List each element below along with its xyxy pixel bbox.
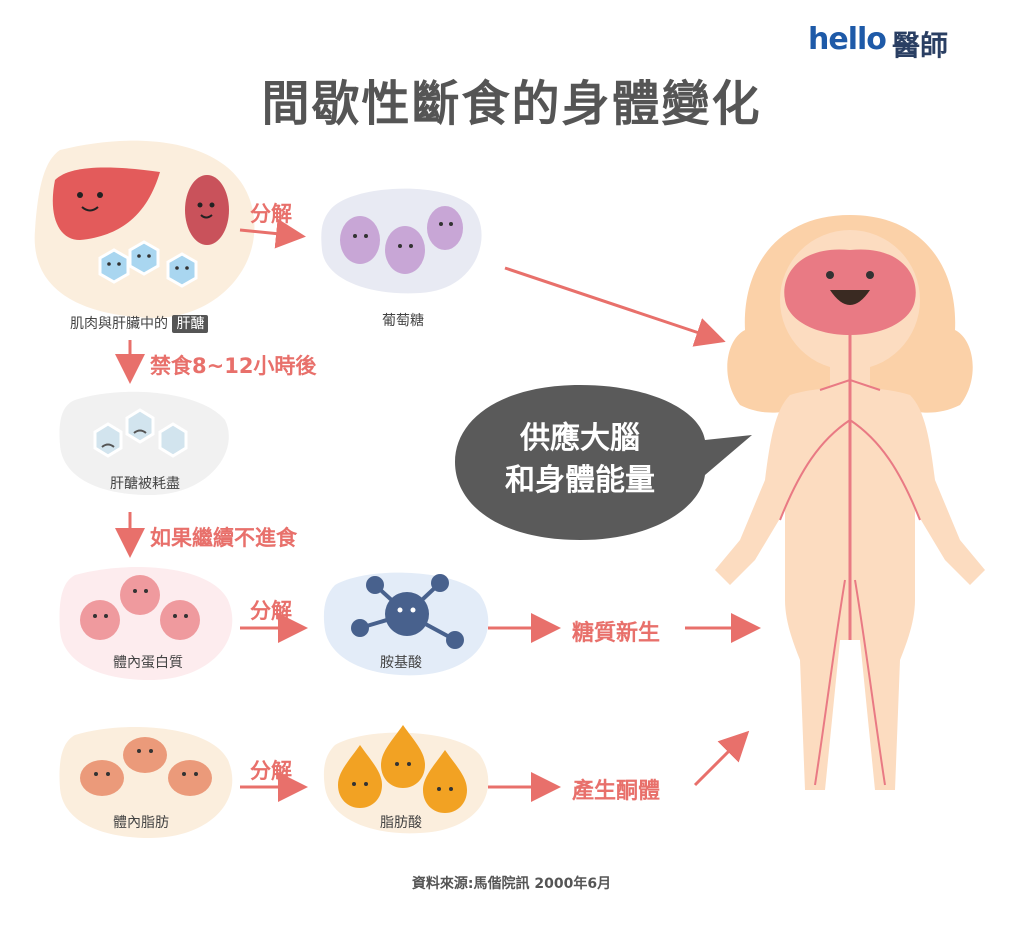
- sad-hexagons-icon: [93, 408, 188, 458]
- arrow-ketone-to-body: [693, 730, 750, 787]
- fat-cells-icon: [80, 737, 212, 796]
- human-body-figure: [715, 215, 985, 790]
- amino-acid-molecule-icon: [351, 574, 464, 649]
- page-title: 間歇性斷食的身體變化: [261, 76, 762, 132]
- brand-hello: hello: [808, 22, 887, 57]
- arrow-glucose-to-body: [504, 266, 726, 347]
- glycogen-source-blob: [34, 140, 255, 319]
- liver-icon: [52, 167, 160, 240]
- brand-logo: hello 醫師: [808, 22, 958, 66]
- speech-line-2: 和身體能量: [505, 463, 655, 498]
- glycogen-depleted-blob: [59, 391, 229, 495]
- breakdown-label-2: 分解: [250, 599, 292, 623]
- glycogen-tag: 肝醣: [172, 315, 209, 333]
- brand-ys: 醫師: [892, 29, 949, 62]
- brain-icon: [784, 249, 916, 335]
- arrow-breakdown-1: [239, 218, 306, 249]
- amino-acid-blob: [323, 572, 489, 676]
- glucose-blob: [321, 188, 482, 294]
- glucose-label: 葡萄糖: [382, 313, 424, 329]
- fatty-acid-drops-icon: [338, 725, 467, 813]
- fat-blob: [59, 727, 233, 838]
- glycogen-hexagons-icon: [98, 240, 198, 288]
- fat-label: 體內脂肪: [113, 815, 169, 831]
- breakdown-label-3: 分解: [250, 759, 292, 783]
- speech-bubble: [455, 385, 752, 540]
- fatty-acid-blob: [323, 725, 489, 834]
- breakdown-label-1: 分解: [250, 202, 292, 226]
- continue-label: 如果繼續不進食: [150, 526, 297, 550]
- protein-cells-icon: [80, 575, 200, 640]
- speech-bubble-text: 供應大腦 和身體能量: [470, 418, 690, 502]
- glycogen-depleted-label: 肝醣被耗盡: [110, 476, 180, 492]
- ketone-label: 產生酮體: [572, 779, 661, 804]
- muscle-icon: [185, 175, 229, 245]
- fasting-label: 禁食8~12小時後: [150, 354, 317, 378]
- source-citation: 資料來源:馬偕院訊 2000年6月: [411, 876, 612, 892]
- gluconeogenesis-label: 糖質新生: [572, 621, 661, 646]
- protein-blob: [59, 567, 233, 680]
- protein-label: 體內蛋白質: [113, 655, 183, 671]
- glycogen-source-label-prefix: 肌肉與肝臟中的: [70, 316, 168, 332]
- amino-acid-label: 胺基酸: [380, 655, 422, 671]
- glycogen-source-label: 肌肉與肝臟中的 肝醣: [70, 313, 209, 333]
- speech-line-1: 供應大腦: [520, 421, 640, 456]
- glucose-molecules-icon: [340, 206, 463, 274]
- fatty-acid-label: 脂肪酸: [380, 815, 422, 831]
